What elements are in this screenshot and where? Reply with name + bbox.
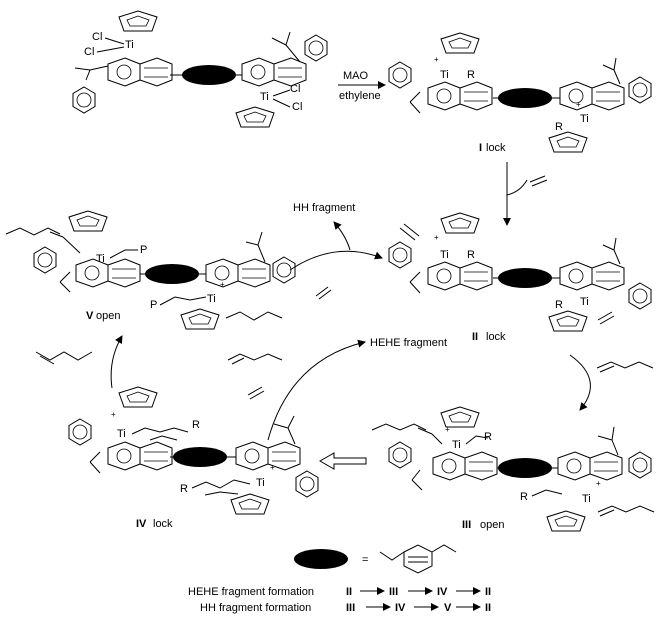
state-I-complex: + Ti R + Ti R I lock	[388, 32, 652, 154]
cl-label: Cl	[292, 101, 302, 113]
state-III-complex: + Ti R R + Ti III open	[371, 406, 655, 532]
hh-step-3: V	[444, 602, 452, 614]
ti-label: Ti	[440, 69, 449, 81]
ti-label: Ti	[582, 493, 591, 505]
charge-plus: +	[270, 463, 275, 472]
ti-label: Ti	[440, 249, 449, 261]
mao-label: MAO	[343, 70, 369, 82]
r-label: R	[520, 491, 528, 503]
cl-label: Cl	[290, 83, 300, 95]
hehe-step-3: IV	[437, 586, 448, 598]
r-label: R	[467, 69, 475, 81]
ethylene-label: ethylene	[339, 90, 381, 102]
state-label: II	[472, 331, 478, 343]
hh-release: HH fragment	[289, 202, 383, 300]
r-label: R	[555, 299, 563, 311]
to-III-arrow	[569, 354, 654, 411]
charge-plus: +	[596, 479, 601, 488]
to-V-arrow	[35, 335, 123, 389]
hh-step-1: III	[346, 602, 355, 614]
hehe-step-2: III	[389, 586, 398, 598]
p-label: P	[140, 244, 147, 256]
charge-plus: +	[445, 425, 450, 434]
state-IV-complex: + Ti R R + Ti IV lock	[68, 386, 319, 530]
ti-label: Ti	[117, 428, 126, 440]
hh-step-2: IV	[395, 602, 406, 614]
cl-label: Cl	[84, 46, 94, 58]
ti-label: Ti	[207, 293, 216, 305]
r-label: R	[555, 121, 563, 133]
charge-plus: +	[220, 280, 225, 289]
hh-formation-title: HH fragment formation	[200, 602, 311, 614]
ti-label: Ti	[452, 439, 461, 451]
state-label: III	[462, 519, 471, 531]
charge-plus: +	[434, 55, 439, 64]
hh-fragment-label: HH fragment	[293, 202, 355, 214]
state-descriptor: lock	[153, 518, 173, 530]
r-label: R	[484, 431, 492, 443]
formation-legend: HEHE fragment formation II III IV II HH …	[188, 586, 491, 614]
ti-label: Ti	[256, 477, 265, 489]
state-label: IV	[136, 518, 147, 530]
r-label: R	[180, 483, 188, 495]
hehe-release: HEHE fragment	[227, 337, 447, 441]
charge-plus: +	[576, 100, 581, 109]
ti-label: Ti	[580, 113, 589, 125]
hehe-fragment-label: HEHE fragment	[370, 337, 447, 349]
state-V-complex: Ti P P + Ti V open	[5, 210, 296, 330]
ti-label: Ti	[125, 39, 134, 51]
bridge-legend: =	[294, 544, 457, 574]
charge-plus: +	[434, 233, 439, 242]
hehe-step-1: II	[346, 586, 352, 598]
ti-label: Ti	[260, 91, 269, 103]
hehe-step-4: II	[485, 586, 491, 598]
state-label: V	[86, 310, 94, 322]
insertion-arrow	[503, 162, 548, 226]
hh-step-4: II	[485, 602, 491, 614]
charge-plus: +	[111, 410, 116, 419]
hehe-formation-title: HEHE fragment formation	[188, 586, 314, 598]
activation-arrow: MAO ethylene	[338, 70, 386, 102]
state-II-complex: + Ti R Ti R II lock	[388, 212, 652, 343]
cl-label: Cl	[92, 31, 102, 43]
r-label: R	[467, 249, 475, 261]
equals-sign: =	[362, 554, 368, 566]
hollow-arrow	[318, 452, 367, 470]
precursor-complex: Ti Cl Cl Ti Cl Cl	[72, 10, 328, 128]
state-descriptor: lock	[486, 331, 506, 343]
state-descriptor: open	[96, 310, 120, 322]
state-descriptor: lock	[486, 142, 506, 154]
state-label: I	[479, 142, 482, 154]
ti-label: Ti	[96, 253, 105, 265]
r-label: R	[192, 419, 200, 431]
ti-label: Ti	[580, 296, 589, 308]
p-label: P	[150, 299, 157, 311]
state-descriptor: open	[480, 519, 504, 531]
